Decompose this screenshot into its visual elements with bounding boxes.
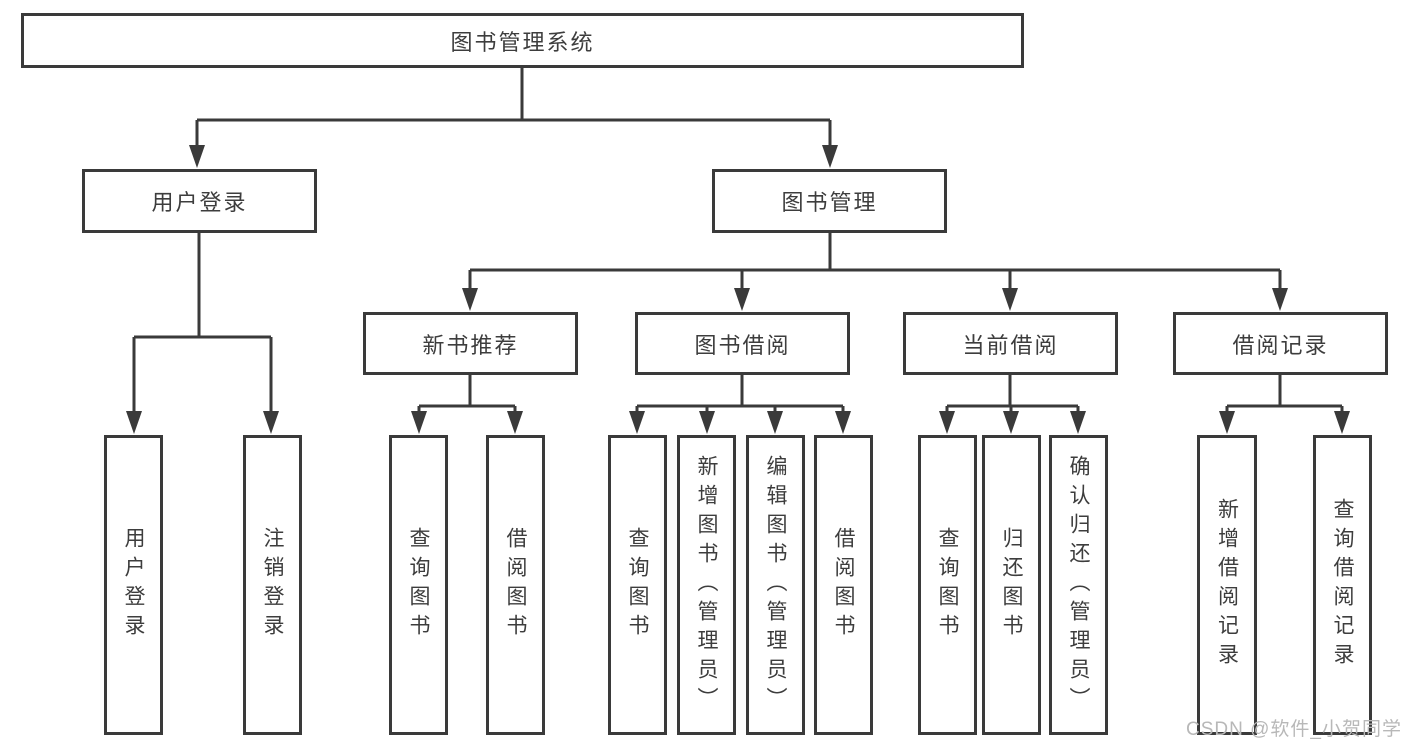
node-label: 借阅图书 (832, 527, 855, 643)
arrowhead (699, 411, 715, 434)
node-label: 编辑图书（管理员） (764, 454, 787, 716)
node-label: 查询借阅记录 (1331, 498, 1354, 672)
csdn-watermark: CSDN @软件_小贺同学 (1186, 719, 1402, 740)
node-user-login: 用户登录 (82, 169, 317, 233)
arrowhead (1334, 411, 1350, 434)
leaf-user-login: 用户登录 (104, 435, 163, 735)
node-label: 归还图书 (1000, 527, 1023, 643)
arrowhead (507, 411, 523, 434)
leaf-borrow-books-recommend: 借阅图书 (486, 435, 545, 735)
node-label: 当前借阅 (962, 332, 1059, 358)
arrowhead (126, 411, 142, 434)
leaf-query-books-current: 查询图书 (918, 435, 977, 735)
node-label: 用户登录 (151, 190, 248, 215)
leaf-confirm-return-admin: 确认归还（管理员） (1049, 435, 1108, 735)
node-label: 借阅图书 (504, 527, 527, 643)
arrowhead (1219, 411, 1235, 434)
node-label: 新增图书（管理员） (695, 454, 718, 716)
leaf-add-borrow-record: 新增借阅记录 (1197, 435, 1257, 735)
arrowhead (189, 145, 205, 168)
leaf-borrow-books: 借阅图书 (814, 435, 873, 735)
node-new-book-recommendation: 新书推荐 (363, 312, 578, 375)
connector-newbook-to-leaves (417, 375, 517, 414)
node-label: 查询图书 (936, 527, 959, 643)
node-label: 新增借阅记录 (1215, 498, 1239, 672)
arrowhead (629, 411, 645, 434)
node-label: 图书借阅 (694, 332, 791, 358)
node-label: 注销登录 (261, 527, 284, 643)
arrowhead (411, 411, 427, 434)
node-label: 确认归还（管理员） (1067, 454, 1090, 716)
leaf-logout: 注销登录 (243, 435, 302, 735)
node-book-borrowing: 图书借阅 (635, 312, 850, 375)
arrowhead (835, 411, 851, 434)
arrowhead (1070, 411, 1086, 434)
arrowhead (263, 411, 279, 434)
leaf-add-books-admin: 新增图书（管理员） (677, 435, 736, 735)
arrowhead (939, 411, 955, 434)
arrowhead (462, 288, 478, 311)
node-label: 图书管理系统 (450, 29, 595, 55)
node-label: 查询图书 (626, 527, 649, 643)
connector-root-to-level2 (195, 68, 832, 147)
node-label: 借阅记录 (1232, 332, 1329, 358)
node-label: 查询图书 (407, 527, 430, 643)
connector-borrowing-to-leaves (635, 375, 845, 414)
node-borrowing-records: 借阅记录 (1173, 312, 1388, 375)
connector-records-to-leaves (1225, 375, 1344, 414)
connector-bookmgmt-to-sections (468, 233, 1282, 290)
arrowhead (767, 411, 783, 434)
connector-userlogin-to-leaves (132, 233, 273, 413)
node-current-borrowing: 当前借阅 (903, 312, 1118, 375)
arrowhead (822, 145, 838, 168)
arrowhead (1272, 288, 1288, 311)
leaf-query-books-borrowing: 查询图书 (608, 435, 667, 735)
node-label: 用户登录 (122, 527, 145, 643)
connector-current-to-leaves (945, 375, 1080, 414)
arrowhead (734, 288, 750, 311)
node-label: 新书推荐 (422, 332, 519, 358)
leaf-query-books-recommend: 查询图书 (389, 435, 448, 735)
leaf-edit-books-admin: 编辑图书（管理员） (746, 435, 805, 735)
node-book-management: 图书管理 (712, 169, 947, 233)
node-library-management-system: 图书管理系统 (21, 13, 1024, 68)
arrowhead (1003, 411, 1019, 434)
node-label: 图书管理 (781, 190, 878, 215)
leaf-query-borrow-record: 查询借阅记录 (1313, 435, 1372, 735)
leaf-return-books: 归还图书 (982, 435, 1041, 735)
arrowhead (1002, 288, 1018, 311)
